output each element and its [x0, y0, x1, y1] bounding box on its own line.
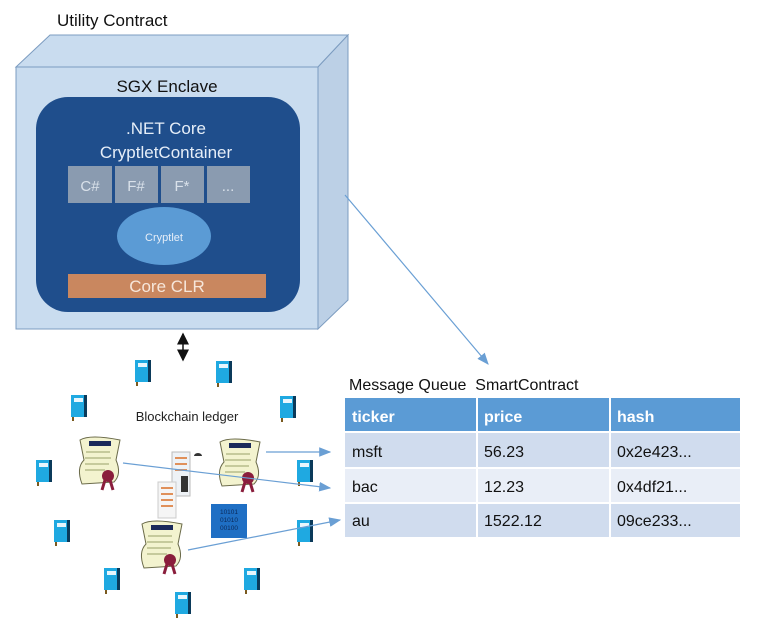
- column-header: ticker: [352, 409, 395, 426]
- contract-scroll-icon: [139, 519, 184, 576]
- ledger-node-icon: [280, 396, 296, 422]
- core-clr-label: Core CLR: [129, 277, 205, 296]
- column-header: price: [484, 409, 522, 426]
- table-header: [345, 398, 740, 432]
- svg-text:01010: 01010: [220, 517, 238, 524]
- language-box-fsharp: [115, 166, 158, 203]
- table-cell: au: [352, 513, 370, 530]
- language-box-fstar: [161, 166, 204, 203]
- ledger-node-icon: [54, 520, 70, 546]
- cryptlet-label: Cryptlet: [145, 232, 183, 244]
- table-row: [345, 503, 740, 537]
- language-label: F#: [127, 178, 145, 195]
- table-cell: 56.23: [484, 444, 524, 461]
- table-cell: 09ce233...: [617, 513, 692, 530]
- container-title-line2: CryptletContainer: [100, 143, 233, 162]
- ledger-node-icon: [244, 568, 260, 594]
- ledger-document-icon: [157, 451, 202, 519]
- utility-contract-title: Utility Contract: [57, 11, 168, 30]
- ledger-node-icon: [71, 395, 87, 421]
- table-row: [345, 468, 740, 503]
- table-cell: msft: [352, 444, 383, 461]
- table-row: [345, 432, 740, 468]
- core-clr-bar: [68, 274, 266, 298]
- contract-scroll-icon: [217, 437, 262, 494]
- column-header: hash: [617, 409, 654, 426]
- table-cell: 12.23: [484, 479, 524, 496]
- table-cell: 1522.12: [484, 513, 542, 530]
- ledger-node-icon: [297, 520, 313, 546]
- enclave-to-queue-arrow: [344, 194, 489, 365]
- svg-text:00100: 00100: [220, 525, 238, 532]
- cryptlet-ellipse: [117, 207, 211, 265]
- ledger-node-icon: [216, 361, 232, 387]
- ledger-node-icon: [104, 568, 120, 594]
- table-cell: 0x2e423...: [617, 444, 692, 461]
- contract-to-row-arrow: [122, 462, 332, 492]
- language-label: ...: [222, 178, 235, 195]
- box-right-face: [317, 33, 349, 331]
- cryptlet-container: [36, 97, 300, 312]
- ledger-node-icon: [135, 360, 151, 386]
- language-label: F*: [175, 178, 190, 195]
- ledger-label: Blockchain ledger: [136, 409, 239, 424]
- contract-to-row-arrow: [187, 517, 342, 551]
- enclave-title: SGX Enclave: [116, 77, 217, 96]
- box-top-face: [14, 34, 350, 68]
- svg-text:10101: 10101: [220, 509, 238, 516]
- language-box-more: [207, 166, 250, 203]
- container-title-line1: .NET Core: [126, 119, 206, 138]
- table-cell: 0x4df21...: [617, 479, 687, 496]
- language-label: C#: [80, 178, 100, 195]
- queue-title: Message Queue SmartContract: [349, 377, 579, 394]
- ledger-node-icon: [175, 592, 191, 618]
- ledger-node-icon: [297, 460, 313, 486]
- ledger-node-icon: [36, 460, 52, 486]
- table-cell: bac: [352, 479, 378, 496]
- binary-data-icon: 10101 01010 00100: [211, 504, 247, 538]
- queue-table: ticker price hash msft 56.23 0x2e423... …: [345, 398, 740, 537]
- language-box-csharp: [68, 166, 112, 203]
- contract-scroll-icon: [77, 435, 122, 492]
